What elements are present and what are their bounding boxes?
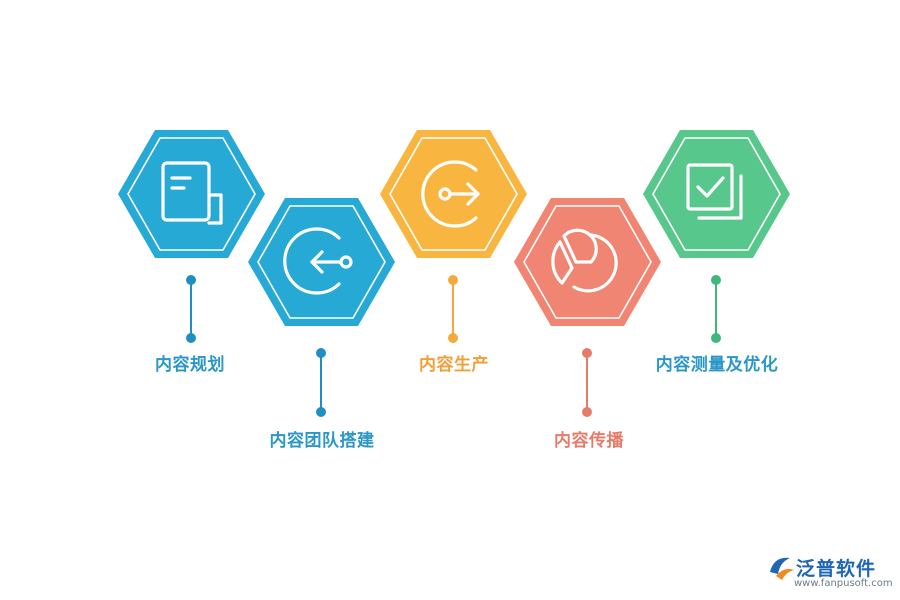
connector-dot-top-planning: [186, 275, 196, 285]
connector-dot-top-distribution: [582, 348, 592, 358]
connector-dot-top-measurement: [711, 275, 721, 285]
connector-dot-bottom-distribution: [582, 407, 592, 417]
step-team: [248, 198, 395, 417]
step-distribution: [514, 198, 661, 417]
hexagon-border-planning: [127, 137, 256, 251]
logo-name: 泛普软件: [796, 558, 877, 580]
step-label-measurement: 内容测量及优化: [655, 355, 779, 375]
connector-dot-bottom-planning: [186, 333, 196, 343]
hexagon-border-measurement: [652, 137, 781, 251]
arrow-left-circle-icon: [283, 227, 353, 295]
connector-dot-bottom-team: [316, 407, 326, 417]
step-planning: [118, 130, 265, 343]
hexagon-border-production: [389, 137, 518, 251]
step-label-production: 内容生产: [419, 355, 489, 375]
hexagon-planning: [118, 130, 265, 258]
connector-dot-bottom-production: [448, 333, 458, 343]
logo-url: www.fanpusoft.com: [794, 578, 893, 589]
connector-dot-top-production: [448, 275, 458, 285]
pie-chart-icon: [551, 228, 618, 293]
hexagon-border-team: [257, 205, 386, 319]
step-label-distribution: 内容传播: [554, 431, 624, 451]
logo-icon: [770, 557, 794, 580]
connector-dot-bottom-measurement: [711, 333, 721, 343]
connector-dot-top-team: [316, 348, 326, 358]
arrow-right-circle-icon: [421, 160, 480, 228]
hexagon-border-distribution: [523, 205, 652, 319]
brand-logo: 泛普软件 www.fanpusoft.com: [766, 552, 896, 598]
document-icon: [161, 161, 223, 225]
step-measurement: [643, 130, 790, 343]
step-production: [380, 130, 527, 343]
checkbox-icon: [686, 163, 743, 220]
hexagon-measurement: [643, 130, 790, 258]
step-label-planning: 内容规划: [155, 355, 225, 375]
step-label-team: 内容团队搭建: [269, 431, 375, 451]
